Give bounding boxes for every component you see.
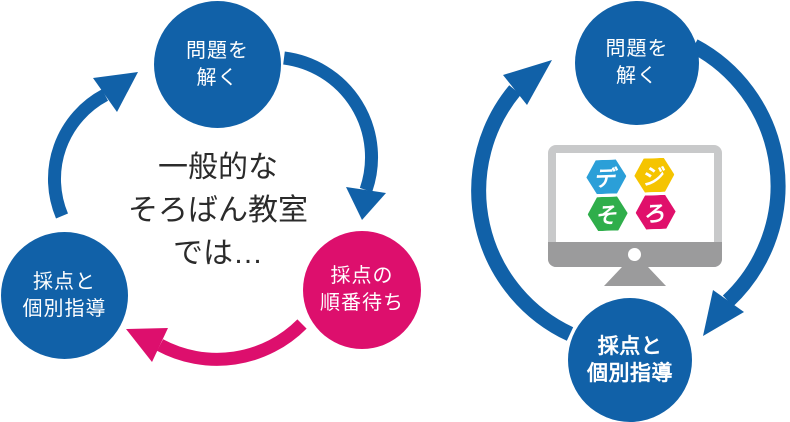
monitor-camera-dot (628, 248, 641, 261)
logo-tile-so-icon: そ (587, 196, 628, 231)
dejisoro-logo: デ ジ そ ろ (586, 157, 676, 231)
cycle-node-wait: 採点の 順番待ち (303, 231, 421, 349)
cycle-node-solve-right: 問題を 解く (575, 1, 699, 125)
arrow-ring-down (690, 39, 786, 336)
logo-tile-ro-icon: ろ (635, 194, 676, 229)
cycle-node-grade-left: 採点と 個別指導 (1, 232, 128, 359)
arrow-solve-to-wait (283, 51, 386, 220)
monitor-stand (604, 267, 666, 286)
arrow-wait-to-grade (126, 319, 307, 366)
arrow-ring-up (471, 60, 574, 341)
cycle-node-solve-left: 問題を 解く (154, 1, 281, 128)
logo-tile-ji-icon: ジ (634, 157, 675, 192)
monitor-screen (556, 153, 714, 242)
arrow-grade-to-solve (47, 72, 138, 219)
logo-tile-de-icon: デ (586, 159, 627, 194)
center-caption: 一般的な そろばん教室 では… (128, 151, 308, 270)
cycle-node-grade-right: 採点と 個別指導 (568, 298, 692, 422)
